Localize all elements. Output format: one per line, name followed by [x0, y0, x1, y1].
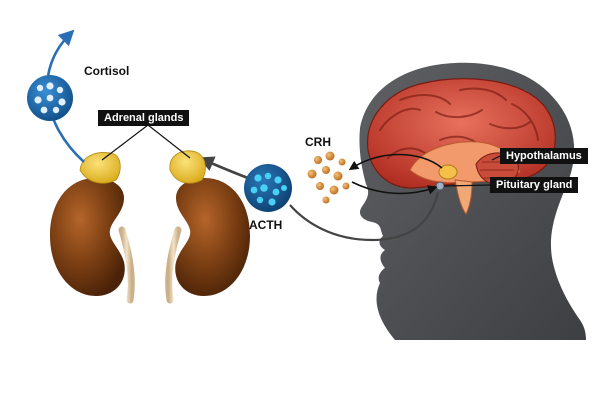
crh-arrows: [348, 153, 443, 195]
crh-hormone-particles: [307, 151, 350, 204]
cortisol-hormone: [27, 75, 73, 121]
adrenal-glands-label: Adrenal glands: [98, 110, 190, 126]
acth-label: ACTH: [249, 218, 283, 232]
pituitary-gland-label: Pituitary gland: [490, 177, 579, 193]
pituitary-structure: [435, 181, 445, 191]
adrenal-label-lines: [101, 124, 191, 161]
hypothalamus-structure: [438, 164, 458, 180]
left-adrenal-gland: [79, 152, 121, 184]
hypothalamus-label: Hypothalamus: [500, 148, 588, 164]
brain-label-lines: [443, 155, 501, 187]
cortisol-label: Cortisol: [84, 64, 130, 78]
right-kidney: [165, 178, 250, 304]
crh-label: CRH: [305, 135, 331, 149]
acth-hormone: [244, 164, 292, 212]
left-kidney: [50, 178, 135, 304]
right-adrenal-gland: [169, 150, 206, 184]
acth-arrows: [198, 156, 440, 242]
